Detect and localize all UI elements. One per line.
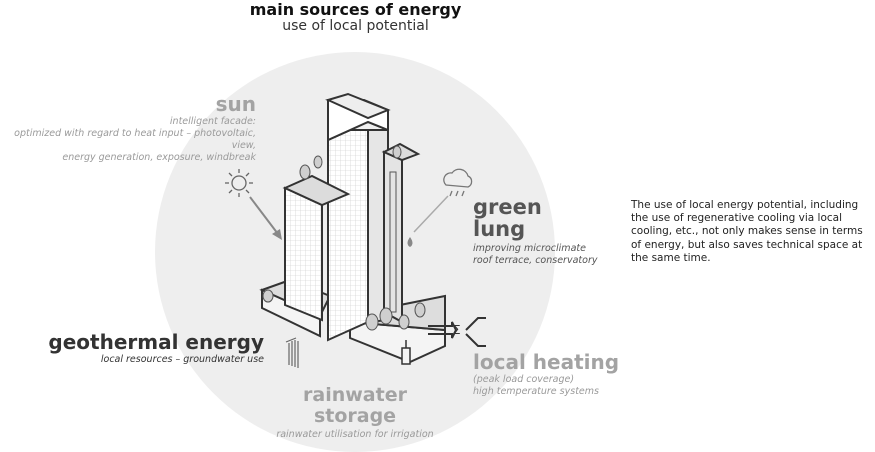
tower-right bbox=[381, 142, 421, 324]
local-heating-title: local heating bbox=[473, 350, 620, 374]
sun-label-group: sun intelligent facade: optimized with r… bbox=[0, 92, 256, 164]
local-heating-text-line: (peak load coverage) bbox=[473, 374, 575, 385]
tower-left bbox=[282, 174, 351, 322]
svg-text:Σ: Σ bbox=[453, 323, 461, 337]
description-line: cooling, etc., not only makes sense in t… bbox=[631, 225, 863, 238]
green-lung-title: green lung bbox=[473, 196, 597, 240]
trees bbox=[262, 145, 426, 331]
tower-center bbox=[325, 92, 391, 342]
geothermal-title: geothermal energy bbox=[48, 330, 264, 354]
page-subtitle: use of local potential bbox=[282, 18, 429, 34]
description-line: The use of local energy potential, inclu… bbox=[631, 199, 859, 211]
green-lung-title-line: green bbox=[473, 195, 542, 219]
description-line: the use of regenerative cooling via loca… bbox=[631, 212, 843, 225]
green-lung-text-line: improving microclimate bbox=[473, 243, 586, 254]
water-drop-icon bbox=[407, 237, 413, 247]
description-line: the same time. bbox=[631, 251, 711, 264]
sun-title: sun bbox=[215, 92, 256, 116]
sun-arrow bbox=[249, 196, 282, 240]
sun-text-line: optimized with regard to heat input – ph… bbox=[14, 128, 256, 151]
rainwater-text-line: rainwater utilisation for irrigation bbox=[276, 429, 434, 440]
rainwater-title-line: rainwater bbox=[303, 384, 407, 406]
green-lung-text-line: roof terrace, conservatory bbox=[473, 255, 598, 266]
description-line: of energy, but also saves technical spac… bbox=[631, 238, 863, 251]
rainwater-title-line: storage bbox=[313, 405, 397, 427]
green-lung-title-line: lung bbox=[473, 217, 526, 241]
local-heating-text-line: high temperature systems bbox=[473, 386, 599, 397]
rain-arrow bbox=[413, 195, 449, 233]
heating-connection-icon: Σ bbox=[428, 317, 486, 347]
green-lung-label-group: green lung improving microclimate roof t… bbox=[473, 196, 597, 267]
local-heating-label-group: local heating (peak load coverage) high … bbox=[473, 350, 619, 398]
sun-icon bbox=[225, 169, 253, 197]
rainwater-title: rainwater storage bbox=[270, 385, 440, 427]
page-title: main sources of energy bbox=[249, 0, 462, 19]
geothermal-label-group: geothermal energy local resources – grou… bbox=[48, 330, 264, 366]
rainwater-label-group: rainwater storage rainwater utilisation … bbox=[270, 385, 440, 441]
description-text: The use of local energy potential, inclu… bbox=[631, 199, 871, 265]
sun-text-line: intelligent facade: bbox=[169, 116, 256, 127]
sun-text-line: energy generation, exposure, windbreak bbox=[62, 152, 256, 163]
geothermal-text-line: local resources – groundwater use bbox=[100, 354, 264, 365]
rainwater-tank-icon bbox=[401, 340, 411, 365]
rain-cloud-icon bbox=[443, 168, 473, 197]
geothermal-pipes bbox=[285, 337, 299, 368]
